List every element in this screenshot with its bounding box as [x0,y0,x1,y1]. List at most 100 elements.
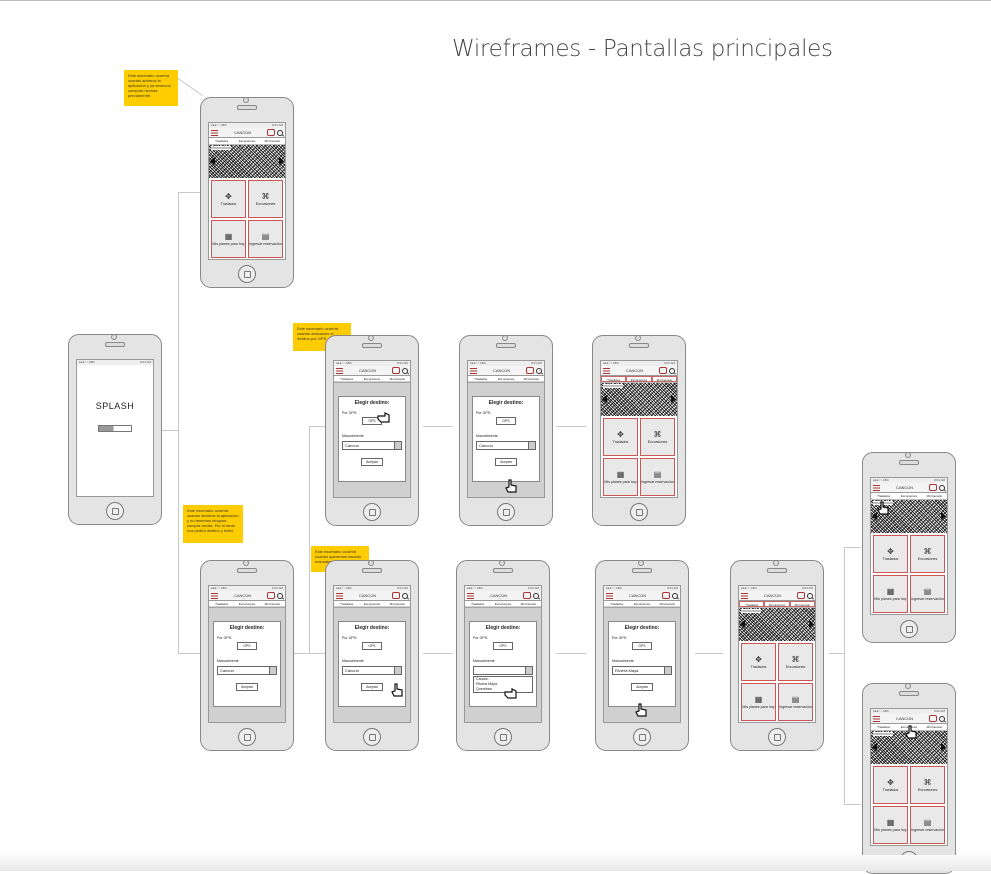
tab-itinerario[interactable]: Mi itinerario [926,725,943,729]
tab-traslados[interactable]: Traslados [877,494,891,498]
accept-button[interactable]: Aceptar [631,683,653,691]
tab-itinerario[interactable]: Mi itinerario [789,601,815,607]
accept-button[interactable]: Aceptar [495,458,517,466]
tab-traslados[interactable]: Traslados [601,376,627,382]
chat-icon[interactable] [523,592,531,599]
tile-excursiones[interactable]: ⌘Excursiones [640,418,675,456]
tab-traslados[interactable]: Traslados [474,377,488,381]
chat-icon[interactable] [392,367,400,374]
tile-planes[interactable]: ▦Mis planes para hoy [603,458,638,496]
tab-itinerario[interactable]: Mi itinerario [520,602,537,606]
tab-excursiones[interactable]: Excursiones [497,377,515,381]
tile-excursiones[interactable]: ⌘Excursiones [910,535,945,573]
search-icon[interactable] [807,592,813,599]
chat-icon[interactable] [797,592,805,599]
tab-itinerario[interactable]: Mi itinerario [389,602,406,606]
arrow-right-icon[interactable] [941,743,946,751]
arrow-left-icon[interactable] [602,395,607,403]
tab-excursiones[interactable]: Excursiones [494,602,512,606]
arrow-left-icon[interactable] [872,743,877,751]
tile-planes[interactable]: ▦Mis planes para hoy [741,683,776,721]
arrow-right-icon[interactable] [941,512,946,520]
arrow-right-icon[interactable] [809,620,814,628]
menu-icon[interactable] [873,484,880,491]
chat-icon[interactable] [662,592,670,599]
menu-icon[interactable] [873,715,880,722]
tab-traslados[interactable]: Traslados [739,601,765,607]
menu-icon[interactable] [741,592,748,599]
menu-icon[interactable] [606,592,613,599]
arrow-right-icon[interactable] [279,157,284,165]
option-riviera[interactable]: Riviera Maya [476,682,497,686]
option-queretaro[interactable]: Querétaro [476,687,493,691]
tab-traslados[interactable]: Traslados [340,377,354,381]
tile-excursiones[interactable]: ⌘Excursiones [778,643,813,681]
tile-traslados[interactable]: ✥Traslados [741,643,776,681]
accept-button[interactable]: Aceptar [236,683,258,691]
gps-button[interactable]: GPS [632,642,652,650]
menu-icon[interactable] [336,367,343,374]
chat-icon[interactable] [659,367,667,374]
menu-icon[interactable] [603,367,610,374]
tab-itinerario[interactable]: Mi itinerario [264,602,281,606]
tab-excursiones[interactable]: Excursiones [764,601,790,607]
gps-button[interactable]: GPS [362,642,382,650]
search-icon[interactable] [669,367,675,374]
search-icon[interactable] [672,592,678,599]
hero-carousel[interactable]: XXXXXXXXXX [209,145,285,178]
destination-select[interactable] [473,666,533,675]
tile-traslados[interactable]: ✥Traslados [873,535,908,573]
chat-icon[interactable] [267,592,275,599]
destination-select[interactable]: Cancún [342,666,402,675]
hero-carousel[interactable]: XXXXXXXXXX [739,608,815,641]
tile-reservacion[interactable]: ▤Ingresar reservación [910,575,945,613]
search-icon[interactable] [277,592,283,599]
tile-excursiones[interactable]: ⌘Excursiones [910,766,945,804]
search-icon[interactable] [533,592,539,599]
tile-traslados[interactable]: ✥Traslados [873,766,908,804]
search-icon[interactable] [939,484,945,491]
tab-itinerario[interactable]: Mi itinerario [926,494,943,498]
destination-select[interactable]: Cancún [476,441,536,450]
accept-button[interactable]: Aceptar [361,458,383,466]
tab-traslados[interactable]: Traslados [215,602,229,606]
tab-excursiones[interactable]: Excursiones [363,602,381,606]
option-cancun[interactable]: Cancún [476,677,489,681]
search-icon[interactable] [402,592,408,599]
tab-traslados[interactable]: Traslados [471,602,485,606]
chat-icon[interactable] [929,715,937,722]
search-icon[interactable] [536,367,542,374]
tab-itinerario[interactable]: Mi itinerario [523,377,540,381]
tab-excursiones[interactable]: Excursiones [633,602,651,606]
menu-icon[interactable] [336,592,343,599]
tab-itinerario[interactable]: Mi itinerario [264,139,281,143]
chat-icon[interactable] [267,129,275,136]
gps-button[interactable]: GPS [237,642,257,650]
search-icon[interactable] [277,129,283,136]
tab-traslados[interactable]: Traslados [610,602,624,606]
search-icon[interactable] [402,367,408,374]
tile-traslados[interactable]: ✥Traslados [603,418,638,456]
chat-icon[interactable] [929,484,937,491]
search-icon[interactable] [939,715,945,722]
tile-reservacion[interactable]: ▤Ingresar reservación [248,220,283,258]
gps-button[interactable]: GPS [496,417,516,425]
tile-excursiones[interactable]: ⌘Excursiones [248,180,283,218]
tab-traslados[interactable]: Traslados [340,602,354,606]
menu-icon[interactable] [467,592,474,599]
gps-button[interactable]: GPS [493,642,513,650]
arrow-left-icon[interactable] [210,157,215,165]
tile-planes[interactable]: ▦Mis planes para hoy [873,806,908,844]
accept-button[interactable]: Aceptar [361,683,383,691]
tile-traslados[interactable]: ✥Traslados [211,180,246,218]
tile-planes[interactable]: ▦Mis planes para hoy [873,575,908,613]
chat-icon[interactable] [526,367,534,374]
tab-excursiones[interactable]: Excursiones [900,494,918,498]
menu-icon[interactable] [211,592,218,599]
tile-reservacion[interactable]: ▤Ingresar reservación [778,683,813,721]
tab-itinerario[interactable]: Mi itinerario [389,377,406,381]
arrow-left-icon[interactable] [872,512,877,520]
tab-excursiones[interactable]: Excursiones [238,139,256,143]
menu-icon[interactable] [470,367,477,374]
tab-excursiones[interactable]: Excursiones [363,377,381,381]
